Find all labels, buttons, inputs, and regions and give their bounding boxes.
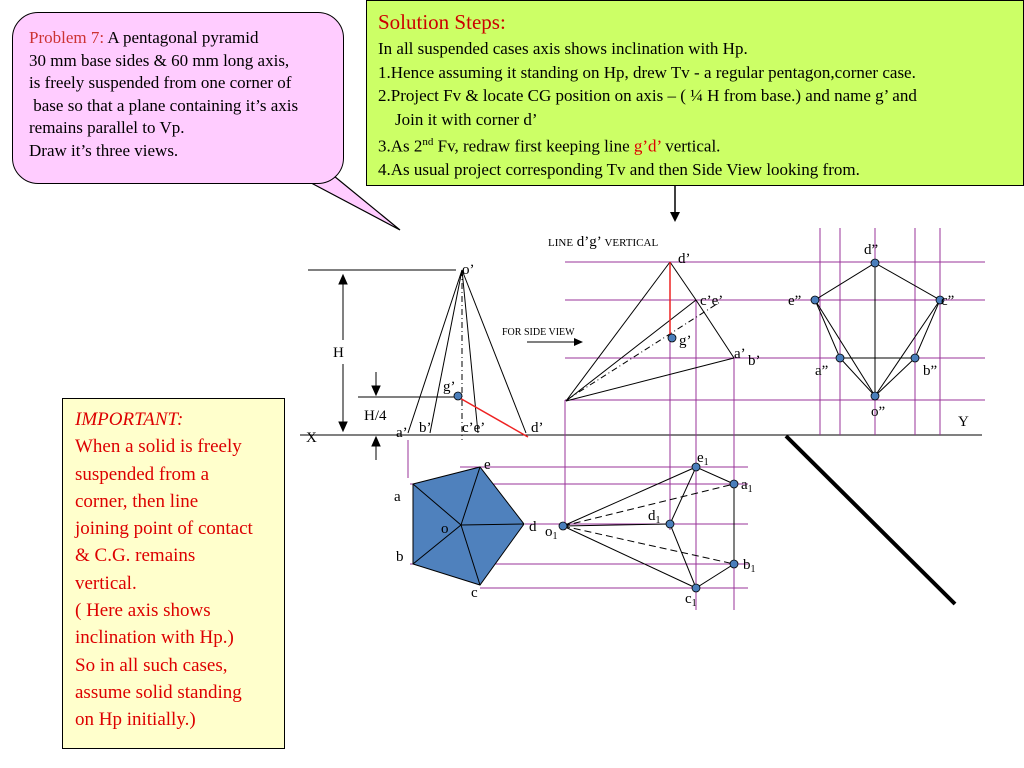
problem-line: base so that a plane containing it’s axi… [29,95,299,115]
down-arrow-head [670,212,680,222]
important-line: So in all such cases, [75,654,228,676]
sv-c: c” [941,293,954,309]
fv2-b: b’ [748,353,761,369]
tv2-a: a1 [741,477,753,495]
line-dg-vertical-label: LINE d’g’ VERTICAL [548,234,658,250]
fv1-d: d’ [531,420,544,436]
solution-line: In all suspended cases axis shows inclin… [378,39,748,58]
sv-e: e” [788,293,801,309]
tv1-o: o [441,521,449,537]
sv-reference-line [784,434,957,606]
step3-pre: 3.As 2 [378,136,423,156]
fv2-d: d’ [678,251,691,267]
tv2-d: d1 [648,508,661,526]
tv1-d: d [529,519,537,535]
top-view-1 [412,466,525,586]
solution-title: Solution Steps: [378,10,506,34]
fv2-ce: c’e’ [700,293,723,309]
tv1-b: b [396,549,404,565]
tv1-e: e [484,457,491,473]
tv2-o: o1 [545,524,558,542]
tv2-c: c1 [685,591,697,609]
important-line: suspended from a [75,463,210,485]
solution-steps-box: Solution Steps: In all suspended cases a… [366,0,1024,186]
step3-sup: nd [422,136,434,148]
label-x: X [306,430,317,446]
step3-red: g’d’ [633,136,661,156]
solution-line: Join it with corner d’ [395,109,538,129]
sv-b: b” [923,363,937,379]
important-line: & C.G. remains [75,545,196,567]
tv1-c: c [471,585,478,601]
solution-line: 4.As usual project corresponding Tv and … [378,160,860,180]
problem-line: remains parallel to Vp. [29,118,185,137]
side-view [814,262,941,397]
important-line: assume solid standing [75,681,242,703]
sv-d: d” [864,242,878,258]
problem-label: Problem 7: [29,28,105,47]
side-view-arrow-head [574,338,583,346]
sv-a: a” [815,363,828,379]
dim-h-label: H [333,345,344,361]
fv2-g: g’ [679,333,692,349]
tv2-b: b1 [743,557,756,575]
tv2-points [558,462,739,593]
important-title: IMPORTANT: [75,409,184,430]
front-view-2 [565,261,735,402]
tv2-e: e1 [697,450,709,468]
front-view-1 [407,269,527,478]
problem-box: Problem 7: A pentagonal pyramid 30 mm ba… [12,12,344,184]
important-line: on Hp initially.) [75,709,196,731]
for-side-view-label: FOR SIDE VIEW [502,327,575,338]
important-line: ( Here axis shows [75,600,211,622]
step3-mid: Fv, redraw first keeping line [433,136,634,156]
important-box: IMPORTANT: When a solid is freely suspen… [62,398,285,749]
fv1-b: b’ [419,420,432,436]
problem-line: Draw it’s three views. [29,140,179,160]
fv1-a: a’ [396,425,408,441]
problem-line: 30 mm base sides & 60 mm long axis, [29,50,290,70]
sv-o: o” [871,404,885,420]
solution-line: 2.Project Fv & locate CG position on axi… [378,86,917,105]
solution-line: 3.As 2nd Fv, redraw first keeping line g… [378,131,1013,158]
fv2-a: a’ [734,346,746,362]
red-line-gd [457,396,529,438]
problem-line: is freely suspended from one corner of [29,73,292,92]
important-line: joining point of contact [75,518,253,540]
fv1-g: g’ [443,379,456,395]
step3-post: vertical. [660,136,721,156]
fv1-ce: c’e’ [462,420,485,436]
solution-line: 1.Hence assuming it standing on Hp, drew… [378,62,916,82]
problem-title: A pentagonal pyramid [104,28,259,47]
point-g1 [453,391,463,401]
point-g2 [667,333,677,343]
important-line: When a solid is freely [75,436,242,458]
dimension-h [308,269,456,460]
label-y: Y [958,414,969,430]
important-line: inclination with Hp.) [75,627,234,649]
important-line: vertical. [75,572,137,594]
dim-h4-label: H/4 [364,408,387,424]
tv1-a: a [394,489,401,505]
top-view-2 [562,466,735,589]
important-line: corner, then line [75,490,199,512]
problem-line-1: Problem 7: A pentagonal pyramid [29,27,333,50]
fv1-o: o’ [462,262,475,278]
sv-points [810,258,945,401]
pentagon-tv1 [412,466,525,586]
